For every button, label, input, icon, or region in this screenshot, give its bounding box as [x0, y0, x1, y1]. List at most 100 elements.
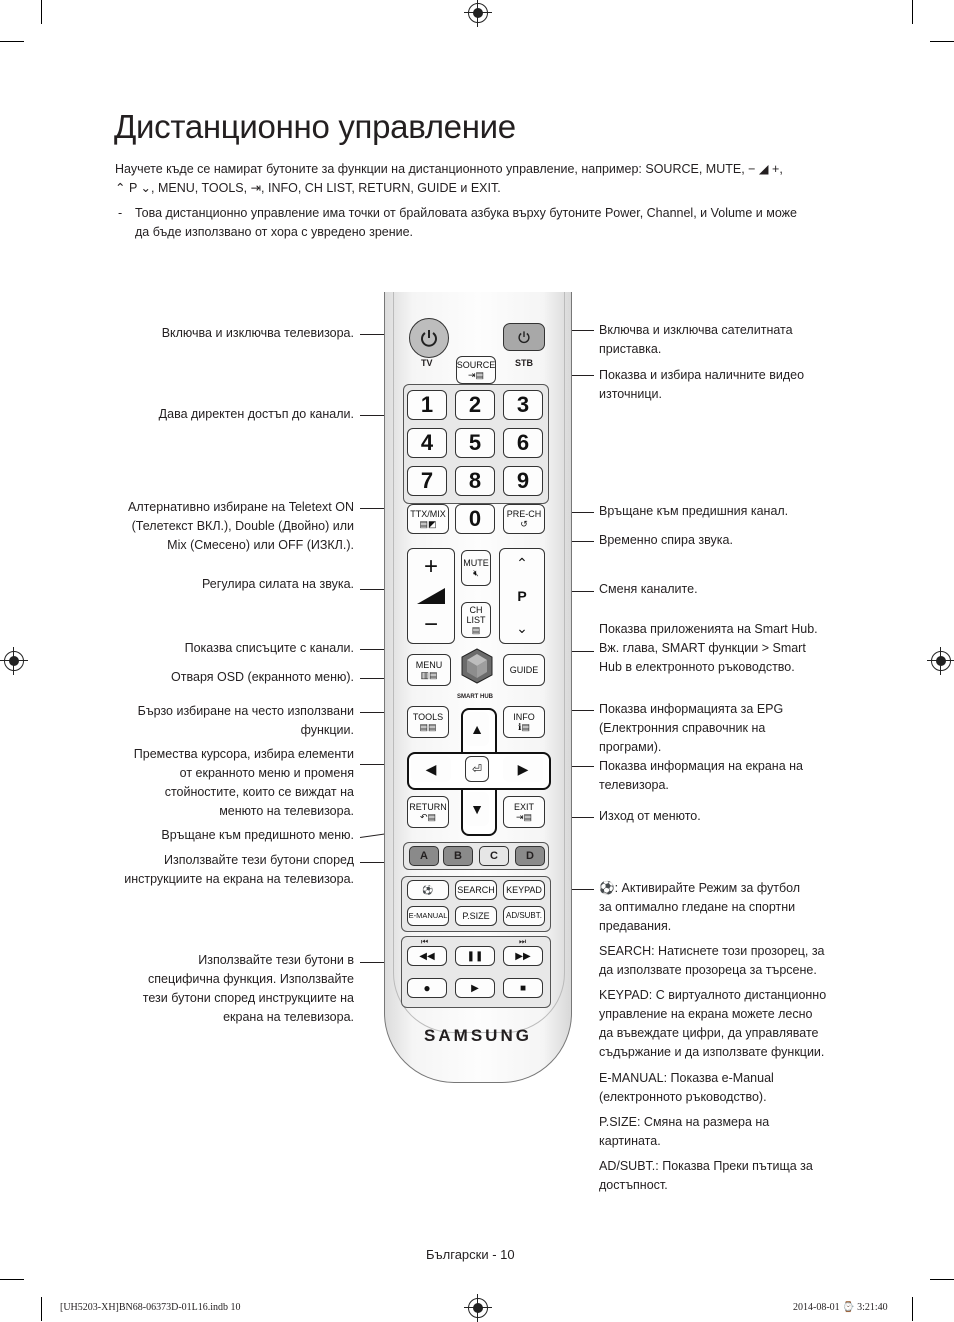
rewind-button[interactable]: ◀◀ — [407, 946, 447, 966]
info-icon: ℹ▤ — [518, 722, 530, 732]
fast-forward-button[interactable]: ▶▶ — [503, 946, 543, 966]
stop-button[interactable]: ■ — [503, 978, 543, 998]
color-button-b[interactable]: B — [443, 846, 473, 866]
annotation-line: Сменя каналите. — [599, 582, 698, 596]
guide-button[interactable]: GUIDE — [503, 654, 545, 686]
crop-mark — [912, 1297, 913, 1321]
annotation-keypad: KEYPAD: С виртуалното дистанционно управ… — [599, 986, 826, 1062]
leader-line — [360, 415, 404, 416]
record-button[interactable]: ● — [407, 978, 447, 998]
intro-text: Научете къде се намират бутоните за функ… — [115, 160, 835, 198]
fast-forward-icon: ▶▶ — [515, 950, 531, 962]
ad-subt-button[interactable]: AD/SUBT. — [503, 906, 545, 926]
color-button-c[interactable]: C — [479, 846, 509, 866]
annotation-line: за оптимално гледане на спортни — [599, 900, 796, 914]
annotation-line: екрана на телевизора. — [223, 1010, 354, 1024]
left-arrow-button[interactable]: ◀ — [411, 756, 451, 782]
tv-power-button[interactable] — [409, 318, 449, 358]
annotation-exit: Изход от менюто. — [599, 807, 701, 826]
stb-label: STB — [515, 358, 533, 368]
intro-line: Научете къде се намират бутоните за функ… — [115, 162, 646, 176]
menu-button[interactable]: MENU ▥▤ — [407, 654, 451, 686]
annotation-mute: Временно спира звука. — [599, 531, 733, 550]
smart-hub-label: SMART HUB — [457, 694, 493, 700]
source-button[interactable]: SOURCE ⇥▤ — [456, 356, 496, 384]
annotation-line: телевизора. — [599, 778, 669, 792]
tools-button[interactable]: TOOLS ▤▤ — [407, 706, 449, 738]
skip-back-icon: ⏮ — [421, 937, 429, 946]
annotation-line: от екранното меню и променя — [179, 766, 354, 780]
stop-icon: ■ — [519, 982, 527, 994]
annotation-line: Временно спира звука. — [599, 533, 733, 547]
crop-mark — [0, 1279, 24, 1280]
annotation-line: Hub в електронното ръководство. — [599, 660, 795, 674]
exit-button[interactable]: EXIT ⇥▤ — [503, 796, 545, 828]
digit-1-button[interactable]: 1 — [407, 390, 447, 420]
annotation-line: източници. — [599, 387, 662, 401]
e-manual-button[interactable]: E-MANUAL — [407, 906, 449, 926]
pre-ch-button[interactable]: PRE-CH ↺ — [503, 504, 545, 534]
channel-rocker[interactable]: ⌃ P ⌄ — [499, 548, 545, 644]
page-title: Дистанционно управление — [114, 108, 516, 145]
right-arrow-button[interactable]: ▶ — [503, 756, 543, 782]
play-button[interactable]: ▶ — [455, 978, 495, 998]
info-button[interactable]: INFO ℹ▤ — [503, 706, 545, 738]
annotation-chlist: Показва списъците с канали. — [185, 639, 354, 658]
registration-mark-icon — [464, 0, 492, 27]
annotation-line: Изход от менюто. — [599, 809, 701, 823]
annotation-line: менюто на телевизора. — [219, 804, 354, 818]
ch-list-button[interactable]: CH LIST ▤ — [461, 602, 491, 638]
digit-8-button[interactable]: 8 — [455, 466, 495, 496]
intro-volume-keys: − ◢ +, — [748, 162, 783, 176]
annotation-line: Показва списъците с канали. — [184, 641, 354, 655]
mute-button[interactable]: MUTE 🔇︎ — [461, 550, 491, 586]
volume-rocker[interactable]: + − — [407, 548, 455, 644]
annotation-power-tv: Включва и изключва телевизора. — [162, 324, 354, 343]
annotation-line: Дава директен достъп до канали. — [158, 407, 354, 421]
annotation-navigation: Премества курсора, избира елементи от ек… — [134, 745, 354, 821]
skip-forward-icon: ⏭ — [519, 937, 527, 946]
annotation-line: тези бутони според инструкциите на — [142, 991, 354, 1005]
tools-label: TOOLS — [412, 712, 444, 722]
annotation-line: Показва приложенията на Smart Hub. — [599, 622, 818, 636]
color-button-d[interactable]: D — [515, 846, 545, 866]
annotation-line: Включва и изключва сателитната — [599, 323, 793, 337]
chlist-icon: ▤ — [471, 625, 481, 635]
stb-power-button[interactable] — [503, 323, 545, 351]
digit-6-button[interactable]: 6 — [503, 428, 543, 458]
annotation-football: ⚽: Активирайте Режим за футбол за оптима… — [599, 879, 800, 936]
crop-mark — [41, 0, 42, 24]
remote-control-illustration: TV STB SOURCE ⇥▤ 1 2 3 4 5 6 7 8 9 TTX/M… — [384, 292, 572, 1083]
volume-up-icon: + — [423, 553, 438, 580]
leader-line — [360, 862, 404, 863]
left-arrow-icon: ◀ — [425, 760, 437, 777]
digit-9-button[interactable]: 9 — [503, 466, 543, 496]
note-line: Това дистанционно управление има точки о… — [135, 206, 797, 220]
up-arrow-icon: ▲ — [470, 721, 484, 737]
digit-0-button[interactable]: 0 — [455, 504, 495, 534]
color-button-a[interactable]: A — [409, 846, 439, 866]
enter-button[interactable]: ⏎ — [465, 756, 489, 782]
leader-line — [360, 764, 406, 765]
annotation-line: стойностите, които се виждат на — [164, 785, 354, 799]
digit-2-button[interactable]: 2 — [455, 390, 495, 420]
note-line: да бъде използвано от хора с увредено зр… — [135, 225, 414, 239]
annotation-line: приставка. — [599, 342, 662, 356]
search-button[interactable]: SEARCH — [455, 880, 497, 900]
up-arrow-button[interactable]: ▲ — [465, 712, 489, 746]
ttx-mix-button[interactable]: TTX/MIX ▤◩ — [407, 504, 449, 534]
intro-keys: SOURCE, MUTE, — [645, 162, 749, 176]
football-button[interactable]: ⚽ — [407, 880, 449, 900]
annotation-line: Връщане към предишния канал. — [599, 504, 789, 518]
keypad-button[interactable]: KEYPAD — [503, 880, 545, 900]
digit-4-button[interactable]: 4 — [407, 428, 447, 458]
volume-icon — [417, 588, 445, 604]
digit-5-button[interactable]: 5 — [455, 428, 495, 458]
digit-7-button[interactable]: 7 — [407, 466, 447, 496]
smart-hub-button[interactable] — [461, 648, 493, 684]
down-arrow-button[interactable]: ▼ — [465, 792, 489, 826]
return-button[interactable]: RETURN ↶▤ — [407, 796, 449, 828]
p-size-button[interactable]: P.SIZE — [455, 906, 497, 926]
digit-3-button[interactable]: 3 — [503, 390, 543, 420]
pause-button[interactable]: ❚❚ — [455, 946, 495, 966]
